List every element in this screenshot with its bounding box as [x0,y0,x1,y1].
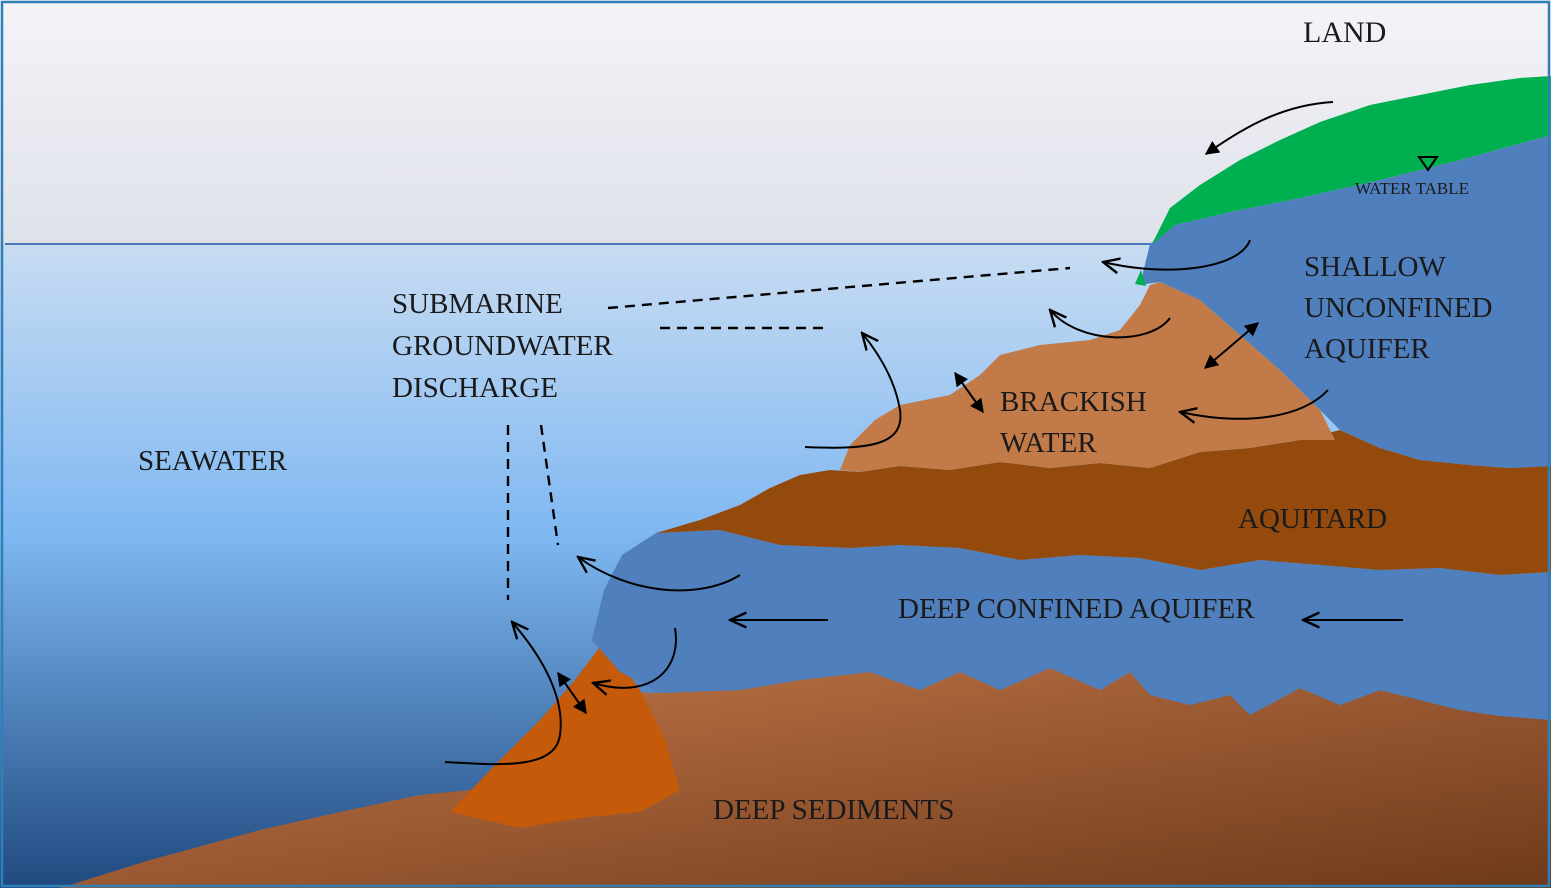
label-shallow-line3: AQUIFER [1304,333,1430,365]
label-shallow-line2: UNCONFINED [1304,292,1493,324]
label-water-table: WATER TABLE [1355,179,1469,198]
label-aquitard: AQUITARD [1238,503,1387,535]
label-land: LAND [1303,16,1386,49]
label-seawater: SEAWATER [138,445,288,477]
deep-sediments-layer [60,668,1551,888]
sediment-mixing-wedge [450,640,680,828]
leader-line-4 [539,424,560,546]
flow-arrow-shallow-discharge [1103,239,1251,270]
mixing-arrow-shallow [1203,322,1260,369]
label-sgd-line2: GROUNDWATER [392,330,613,362]
label-deep-aquifer: DEEP CONFINED AQUIFER [898,593,1255,625]
mixing-arrow-wedge [557,671,587,715]
flow-arrow-deep-seep [444,622,562,766]
land-surface [1152,76,1551,244]
land-sliver [1135,270,1146,286]
label-shallow-line1: SHALLOW [1304,251,1446,283]
aquitard-layer [656,430,1551,575]
flow-arrow-land-runoff [1204,101,1334,155]
deep-confined-aquifer-layer [592,530,1551,720]
flow-arrow-brackish-seep [804,333,902,449]
water-table-icon [1417,156,1439,172]
label-brackish-line2: WATER [1000,427,1097,459]
flow-arrow-brackish-upper [1050,310,1171,339]
label-deep-sediments: DEEP SEDIMENTS [713,794,954,826]
mixing-arrow-brackish [954,371,984,414]
label-sgd-line1: SUBMARINE [392,288,563,320]
label-sgd-line3: DISCHARGE [392,372,558,404]
shallow-unconfined-aquifer-layer [1140,135,1551,468]
flow-arrow-into-brackish [1180,389,1329,419]
leader-line-1 [607,266,1071,310]
flow-arrow-confined-discharge [578,557,741,592]
label-brackish-line1: BRACKISH [1000,386,1147,418]
flow-arrow-into-wedge [593,627,677,688]
